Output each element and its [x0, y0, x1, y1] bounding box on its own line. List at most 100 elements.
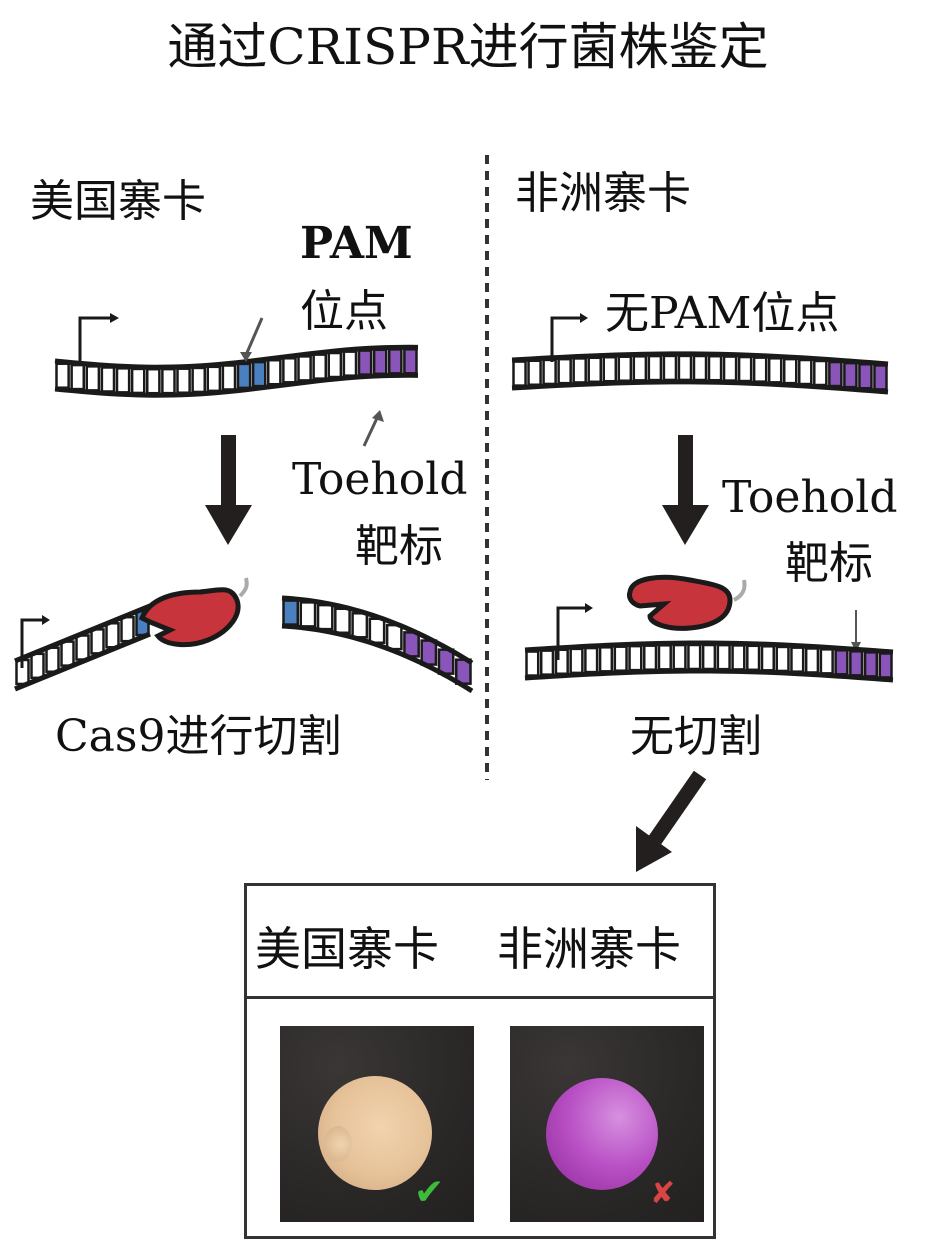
- result-label-africa: 非洲寨卡: [497, 922, 681, 976]
- promoter-arrow-icon: [78, 316, 110, 365]
- dna-base-pair: [312, 353, 327, 380]
- dna-base-pair: [632, 355, 648, 382]
- down-arrow-right: [678, 435, 693, 510]
- toehold-target-base: [843, 361, 858, 389]
- pam-site-label: PAM: [300, 218, 413, 269]
- toehold-target-base: [858, 363, 873, 390]
- dna-base-pair: [115, 367, 131, 394]
- dna-base-pair: [539, 649, 555, 676]
- dna-strand: [524, 668, 894, 683]
- dna-base-pair: [30, 652, 45, 680]
- dna-base-pair: [45, 646, 60, 673]
- toehold-target-label-left: 靶标: [355, 521, 443, 572]
- dna-strand: [281, 595, 474, 666]
- dna-strand: [54, 372, 419, 398]
- dna-base-pair: [737, 355, 753, 383]
- dna-base-pair: [542, 358, 557, 386]
- pam-site-base: [282, 599, 300, 626]
- dna-base-pair: [130, 367, 146, 395]
- dna-base-pair: [687, 643, 702, 671]
- dna-base-pair: [327, 351, 343, 379]
- dna-base-pair: [662, 354, 678, 382]
- dna-strand: [14, 603, 151, 664]
- toehold-label-right: Toehold: [722, 472, 898, 523]
- dna-base-pair: [368, 617, 386, 644]
- toehold-pointer-head: [372, 410, 384, 422]
- toehold-target-base: [834, 649, 849, 676]
- cas9-protein-icon: [138, 587, 241, 648]
- toehold-target-base: [863, 651, 879, 678]
- dna-strand: [14, 631, 151, 692]
- dna-base-pair: [221, 364, 237, 391]
- dna-strand: [524, 640, 894, 655]
- result-box: 美国寨卡 非洲寨卡 ✔ ✘: [244, 883, 716, 1239]
- toehold-target-base: [849, 650, 864, 677]
- dna-strand: [511, 351, 889, 367]
- guide-rna-icon: [238, 577, 249, 598]
- pam-site-label-sub: 位点: [300, 286, 388, 337]
- guide-rna-icon: [733, 579, 747, 602]
- dna-base-pair: [161, 367, 176, 395]
- colony-photo-us: ✔: [280, 1026, 474, 1222]
- down-arrow-right-head: [662, 505, 709, 545]
- promoter-arrow-icon: [556, 606, 585, 660]
- dna-base-pair: [267, 358, 282, 386]
- dna-base-pair: [85, 365, 101, 392]
- dna-strand: [54, 344, 419, 370]
- dna-strand: [281, 623, 474, 694]
- toehold-target-base: [828, 360, 843, 388]
- toehold-target-base: [878, 652, 893, 679]
- toehold-target-label-right: 靶标: [785, 538, 873, 589]
- toehold-target-base: [388, 348, 403, 375]
- down-arrow-left: [221, 435, 236, 510]
- dna-base-pair: [657, 644, 672, 671]
- dna-base-pair: [613, 645, 628, 672]
- dna-base-pair: [643, 644, 658, 671]
- result-header: 美国寨卡 非洲寨卡: [247, 886, 713, 999]
- strain-heading-us: 美国寨卡: [30, 176, 206, 227]
- dna-base-pair: [70, 363, 85, 391]
- dna-base-pair: [672, 643, 687, 671]
- cas9-protein-icon: [627, 574, 733, 631]
- diagram-canvas: [14, 155, 894, 872]
- dna-base-pair: [385, 623, 403, 651]
- dna-base-pair: [819, 648, 834, 675]
- dna-base-pair: [760, 645, 775, 672]
- diagonal-arrow-head: [636, 826, 672, 872]
- figure-title: 通过CRISPR进行菌株鉴定: [167, 18, 769, 76]
- dna-base-pair: [804, 647, 820, 674]
- check-icon: ✔: [414, 1172, 445, 1213]
- pam-pointer-head: [240, 352, 252, 362]
- dna-base-pair: [55, 362, 70, 389]
- dna-base-pair: [525, 650, 540, 677]
- toehold-target-base: [403, 348, 418, 375]
- dna-base-pair: [90, 628, 105, 655]
- dna-strand: [511, 379, 889, 395]
- dna-base-pair: [647, 354, 663, 382]
- dna-base-pair: [334, 607, 351, 634]
- toehold-target-base: [420, 639, 438, 666]
- promoter-arrow-head: [110, 313, 119, 323]
- dna-base-pair: [722, 355, 738, 382]
- dna-base-pair: [752, 356, 768, 383]
- dna-us-fragment-right: [281, 595, 474, 694]
- dna-base-pair: [587, 356, 602, 384]
- colony-bud: [324, 1126, 352, 1162]
- toehold-pointer-arrow: [362, 415, 380, 447]
- promoter-arrow-head: [580, 313, 588, 323]
- pam-site-base: [236, 362, 252, 390]
- dna-base-pair: [790, 646, 805, 673]
- promoter-arrow-icon: [550, 316, 580, 362]
- dna-us-intact: [54, 344, 419, 398]
- dna-base-pair: [731, 644, 746, 671]
- dna-base-pair: [572, 357, 587, 384]
- dna-base-pair: [342, 350, 358, 377]
- dna-base-pair: [707, 354, 723, 382]
- dna-base-pair: [176, 367, 191, 394]
- dna-base-pair: [75, 634, 90, 661]
- dna-base-pair: [351, 612, 369, 639]
- dna-base-pair: [146, 367, 161, 395]
- dna-base-pair: [692, 354, 708, 382]
- result-label-us: 美国寨卡: [255, 922, 439, 976]
- no-cut-label: 无切割: [630, 711, 762, 762]
